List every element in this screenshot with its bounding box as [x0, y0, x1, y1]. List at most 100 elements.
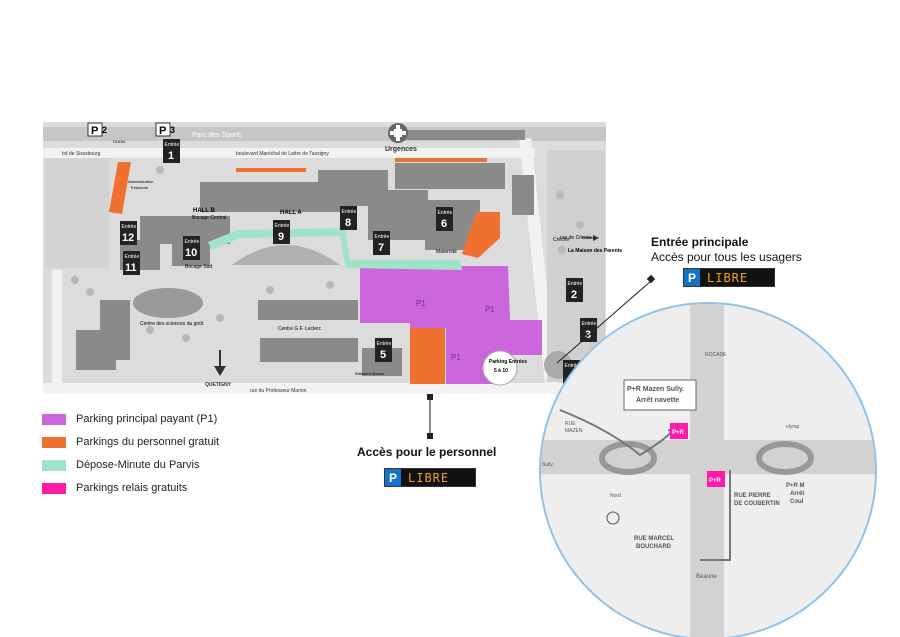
street-rue-marion: rue du Professeur Marion	[250, 388, 307, 394]
hall-a-dome	[232, 245, 340, 265]
parking-p-icon: P	[684, 269, 700, 286]
entry-box	[436, 207, 453, 231]
inset-sully: Sully	[542, 462, 553, 468]
p2-marker: P 2	[87, 122, 107, 137]
entry-label: Entrée	[122, 224, 137, 230]
tree	[182, 334, 190, 342]
inset-coul: Coul	[790, 499, 804, 505]
street-bd-lattre: boulevard Maréchal de Lattre de Tassigny	[236, 151, 329, 157]
parking-p-icon: P	[385, 469, 401, 486]
label-bocage-central: Bocage Central	[192, 215, 226, 221]
label-tresorerie: Trésorerie	[130, 185, 149, 190]
p2-letter: P	[91, 125, 98, 137]
tree	[326, 281, 334, 289]
tree	[558, 246, 566, 254]
entree-principale-subtitle: Accès pour tous les usagers	[651, 250, 802, 264]
entry-box	[340, 206, 357, 230]
entry-label: Entrée	[568, 281, 583, 287]
inset-olymp: olymp	[786, 424, 800, 430]
entry-label: Entrée	[185, 239, 200, 245]
entry-box	[183, 236, 200, 260]
inset-label-box	[623, 379, 697, 411]
label-p1-b: P1	[485, 305, 495, 314]
entry-marker-1: Entrée 1	[163, 139, 180, 163]
entry-number: 1	[168, 150, 174, 162]
legend-item-depose: Dépose-Minute du Parvis	[42, 458, 200, 472]
inset-rue-marcel: RUE MARCEL	[634, 536, 674, 542]
callout-marker-staff	[427, 394, 433, 400]
entry-marker-10: Entrée 10	[183, 236, 200, 260]
legend-item-relais: Parkings relais gratuits	[42, 481, 187, 495]
inset-pr-m: P+R M	[786, 483, 805, 489]
label-maternite: Maternité	[436, 249, 457, 255]
tree	[556, 191, 564, 199]
legend-item-staff: Parkings du personnel gratuit	[42, 435, 219, 449]
callout-marker-staff-end	[427, 433, 433, 439]
label-maison-parents: La Maison des Parents	[568, 248, 622, 254]
centre-gout-building	[133, 288, 203, 318]
label-quetigny: QUETIGNY	[205, 382, 232, 388]
entry-number: 3	[585, 329, 591, 341]
entry-number: 7	[378, 242, 384, 254]
entry-label: Entrée	[342, 209, 357, 215]
urgences-label: Urgences	[385, 146, 417, 153]
entry-number: 2	[571, 289, 577, 301]
inset-rocade	[690, 304, 724, 637]
entry-box	[120, 221, 137, 245]
parking-entrees-roundabout	[482, 350, 518, 386]
staff-parking-strip-2	[395, 158, 487, 162]
legend-item-p1: Parking principal payant (P1)	[42, 412, 217, 426]
staff-parking-marion	[410, 328, 445, 384]
entry-number: 9	[278, 231, 284, 243]
staff-parking-strip-1	[236, 168, 306, 172]
trees	[71, 166, 584, 342]
label-hall-b: HALL B	[193, 208, 216, 214]
entry-label: Entrée	[582, 321, 597, 327]
legend-label: Parkings relais gratuits	[76, 482, 188, 494]
tree	[156, 166, 164, 174]
label-parking-entrees-nums: 5 à 10	[494, 368, 508, 374]
entry-box	[375, 338, 392, 362]
entree-principale-status-sign: P LIBRE	[683, 268, 775, 287]
tree	[146, 326, 154, 334]
entry-marker-3: Entrée 3	[580, 318, 597, 342]
label-administration: Administration	[128, 179, 153, 184]
road-bd-strasbourg	[43, 148, 535, 158]
entry-marker-8: Entrée 8	[340, 206, 357, 230]
entry-label: Entrée	[565, 363, 580, 369]
p2-number: 2	[102, 125, 107, 135]
inset-roundabout-left	[599, 441, 657, 475]
entry-number: 8	[345, 217, 351, 229]
depose-minute-parvis	[208, 228, 462, 270]
label-vers-crimee: rue de Crimée	[560, 235, 592, 241]
entry-label: Entrée	[165, 142, 180, 148]
inset-pr-label-2: P+R	[709, 478, 722, 484]
street-parc-des-sports: Parc des Sports	[192, 132, 242, 139]
legend-label: Dépose-Minute du Parvis	[76, 459, 200, 471]
inset-coubertin: DE COUBERTIN	[734, 501, 780, 507]
staff-parking-maternite	[462, 212, 500, 258]
legend-swatch	[42, 413, 66, 425]
west-residential-area	[45, 158, 110, 268]
tree	[576, 221, 584, 229]
entry-number: 6	[441, 218, 447, 230]
inset-pr-icon-1	[670, 423, 688, 439]
p3-letter: P	[159, 125, 166, 137]
label-bocage-sud: Bocage Sud	[185, 264, 212, 270]
p3-number: 3	[170, 125, 175, 135]
inset-pr-mazen: P+R Mazen Sully.	[627, 386, 684, 393]
inset-nord: Nord	[610, 493, 621, 499]
entry-box	[123, 251, 140, 275]
entree-principale-title: Entrée principale	[651, 235, 749, 249]
entry-box	[273, 220, 290, 244]
arrow-quetigny-head	[214, 366, 226, 376]
entree-principale-status: LIBRE	[700, 269, 774, 286]
street-bd-strasbourg: bd de Strasbourg	[62, 151, 101, 157]
label-p1-c: P1	[451, 353, 461, 362]
entry-number: 10	[185, 247, 197, 259]
